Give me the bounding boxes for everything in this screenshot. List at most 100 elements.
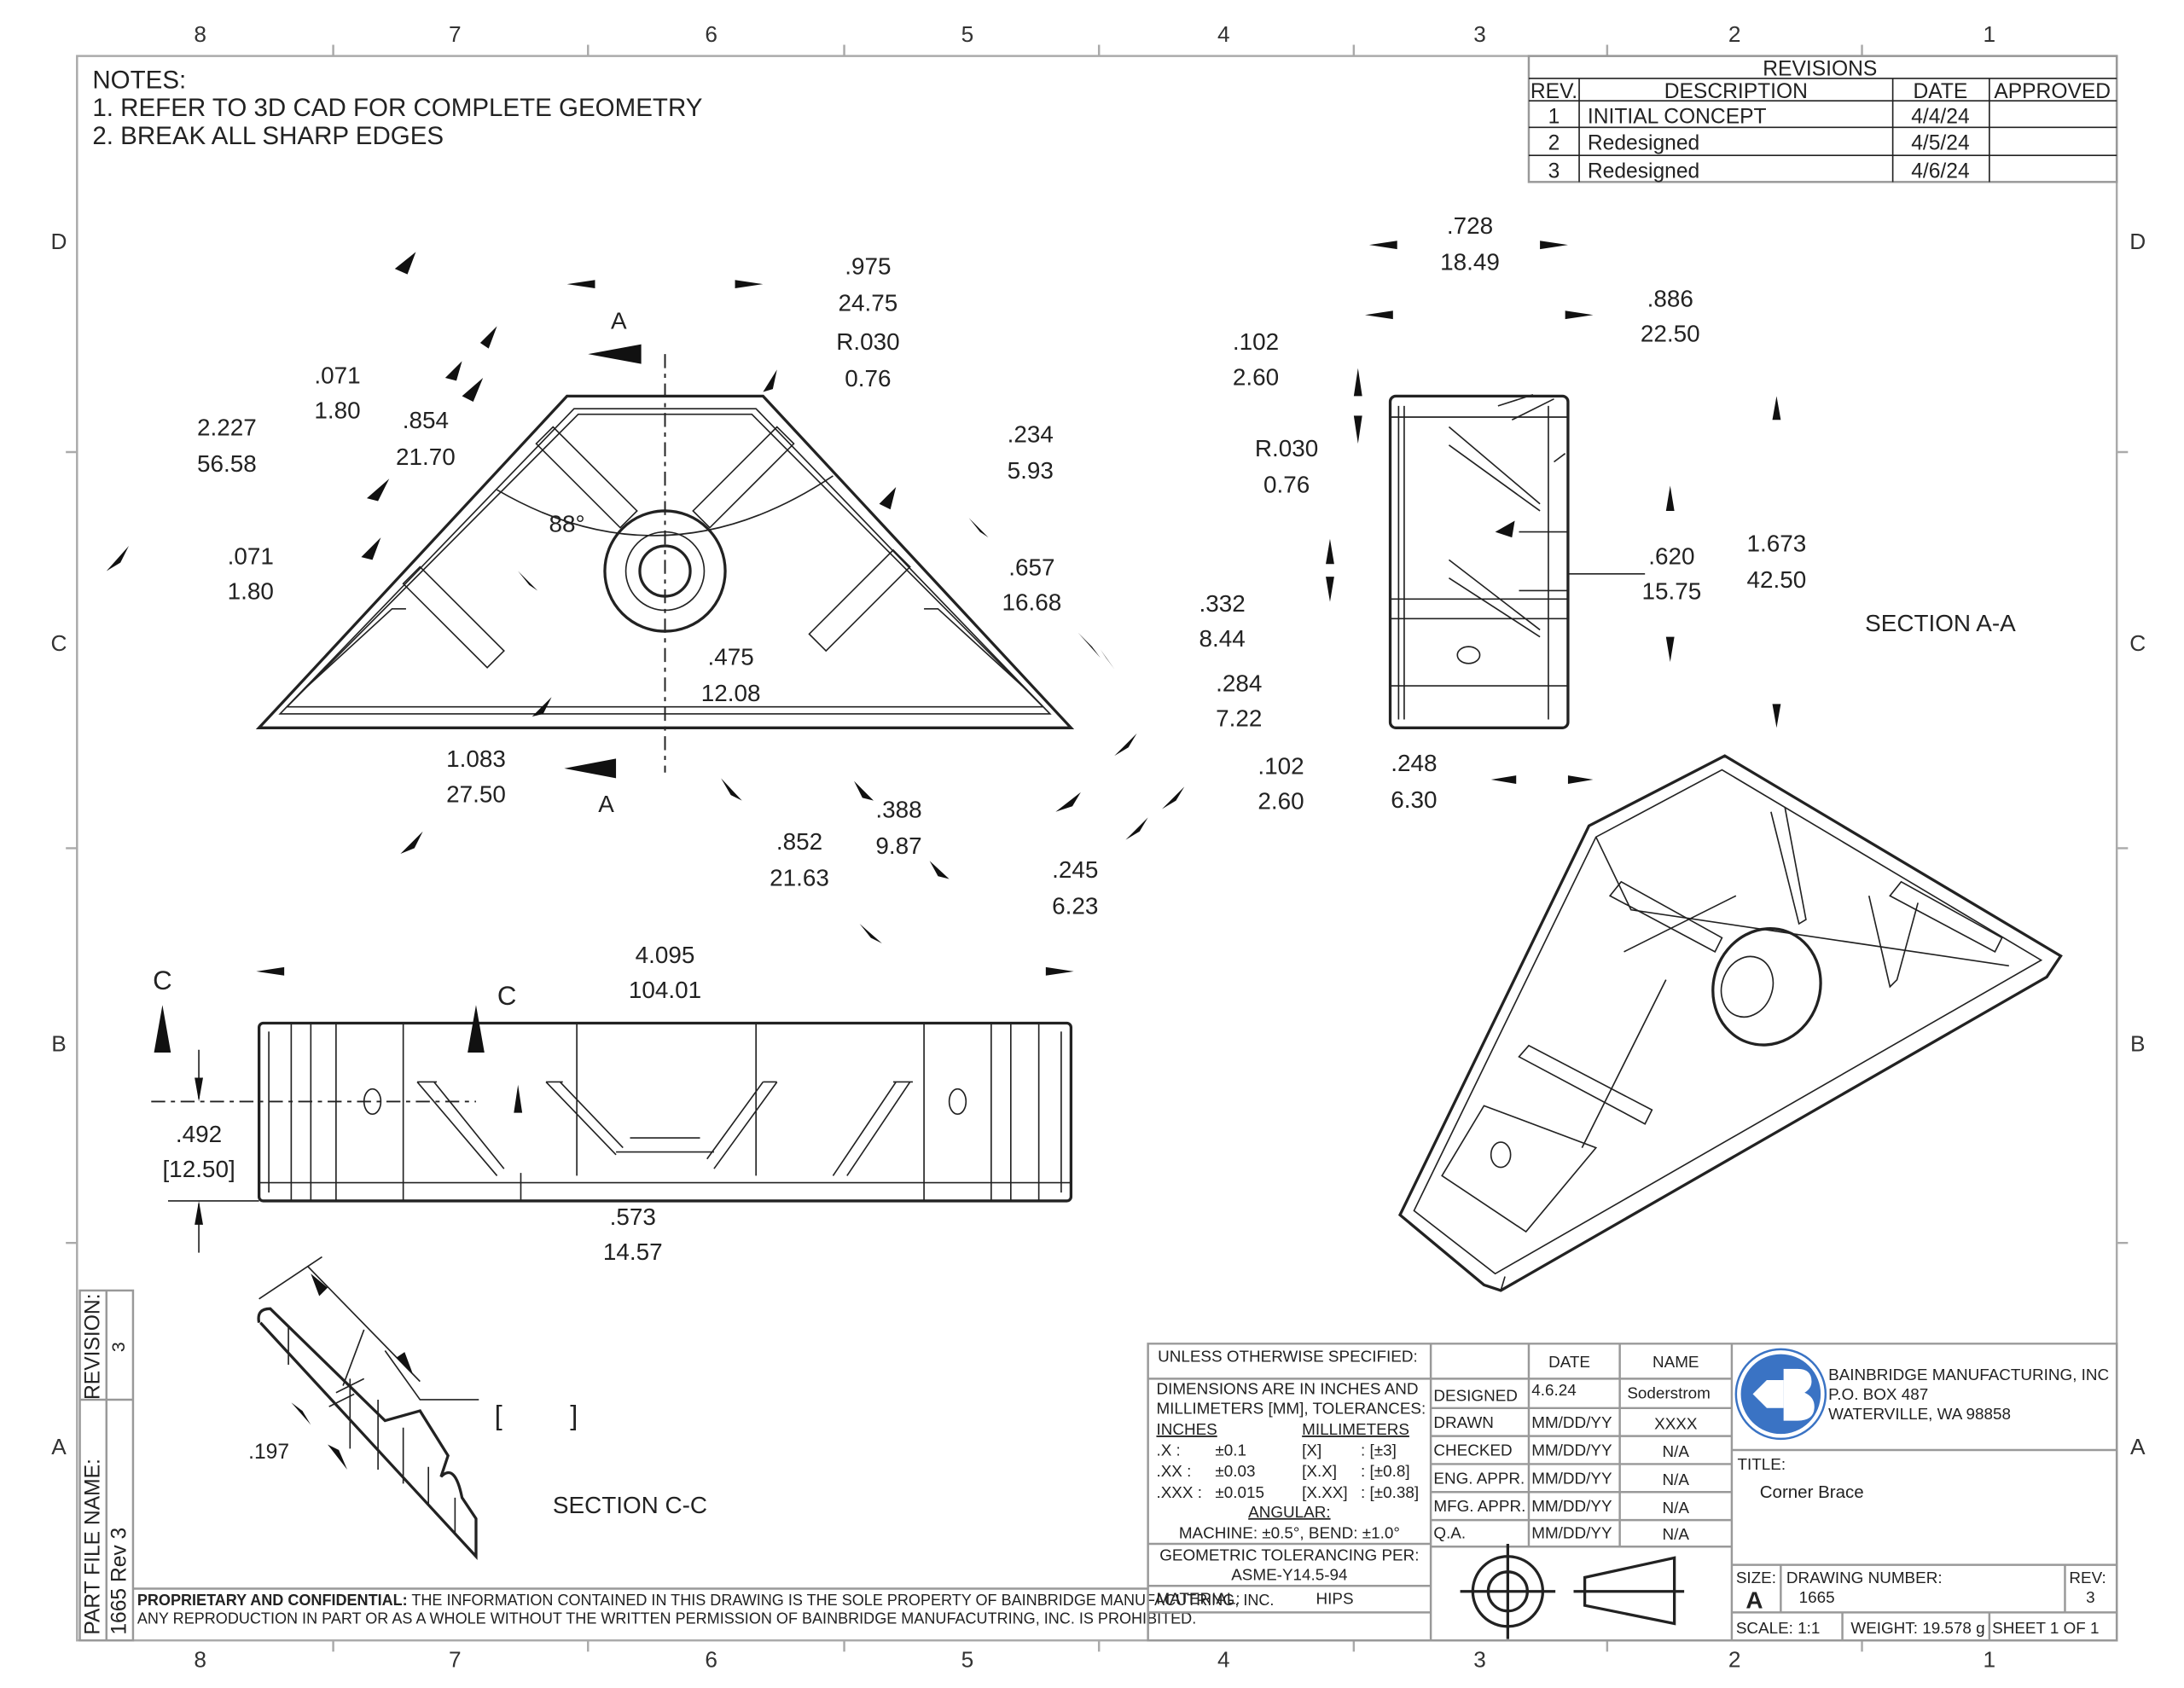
zone-row: B	[51, 1030, 67, 1056]
proprietary-text: THE INFORMATION CONTAINED IN THIS DRAWIN…	[408, 1592, 1275, 1609]
dim-mm: 0.76	[845, 365, 891, 392]
dim-inch: .573	[610, 1204, 656, 1230]
dim-mm: 9.87	[875, 832, 921, 859]
tol-value: ±0.03	[1215, 1462, 1255, 1480]
dim-mm: 104.01	[629, 977, 701, 1003]
rev-description: INITIAL CONCEPT	[1588, 105, 1767, 128]
title-block: UNLESS OTHERWISE SPECIFIED: DIMENSIONS A…	[1147, 1343, 2118, 1642]
company-name: BAINBRIDGE MANUFACTURING, INC	[1828, 1366, 2109, 1383]
dim-inch: R.030	[836, 328, 899, 355]
title-label: TITLE:	[1737, 1455, 1786, 1473]
ribs	[307, 426, 1023, 687]
zone-col: 8	[194, 21, 206, 47]
dim-mm: 8.44	[1199, 625, 1245, 652]
rev-number: 1	[1548, 105, 1560, 128]
rev-number: 3	[1548, 160, 1560, 183]
approval-name: N/A	[1663, 1525, 1690, 1543]
zone-labels-rows: D C B A D C B A	[50, 229, 2146, 1459]
revision-row: 3 Redesigned 4/6/24	[1548, 160, 1970, 183]
approval-date: MM/DD/YY	[1531, 1469, 1612, 1487]
zone-row: C	[2129, 630, 2146, 656]
revisions-title: REVISIONS	[1763, 58, 1877, 81]
approval-role: DESIGNED	[1433, 1387, 1518, 1405]
name-header: NAME	[1653, 1353, 1699, 1371]
date-header: DATE	[1548, 1353, 1590, 1371]
dim-mm: 56.58	[197, 450, 257, 477]
dim-inch: .886	[1647, 285, 1693, 311]
zone-col: 4	[1217, 1646, 1230, 1672]
dim-inch: R.030	[1255, 435, 1318, 461]
tol-mm-value: : [±3]	[1361, 1441, 1397, 1459]
material-value: HIPS	[1316, 1590, 1354, 1608]
section-label-c: C	[497, 981, 517, 1011]
dim-inch: .248	[1391, 750, 1437, 776]
tol-mm-key: [X]	[1302, 1441, 1321, 1459]
revision-value: 3	[108, 1342, 129, 1352]
date-header: DATE	[1914, 80, 1968, 103]
angular-label: ANGULAR:	[1248, 1503, 1330, 1521]
tol-mm-key: [X.XX]	[1302, 1483, 1347, 1501]
approval-role: ENG. APPR.	[1433, 1469, 1525, 1487]
note-item: 2. BREAK ALL SHARP EDGES	[92, 122, 444, 150]
dimension: .388 9.87	[875, 796, 921, 859]
scale: SCALE: 1:1	[1736, 1619, 1821, 1637]
approval-name: Soderstrom	[1627, 1383, 1710, 1401]
dim-inch: .102	[1258, 752, 1304, 779]
dimensions-note: DIMENSIONS ARE IN INCHES AND	[1156, 1379, 1418, 1397]
rev-number: 2	[1548, 132, 1560, 155]
drawing-number: 1665	[1799, 1588, 1835, 1606]
dim-inch: .234	[1008, 421, 1054, 448]
zone-labels-top: 8 7 6 5 4 3 2 1	[194, 21, 1995, 47]
size-label: SIZE:	[1736, 1569, 1776, 1586]
approval-role: DRAWN	[1433, 1413, 1494, 1431]
isometric-view	[1397, 754, 2063, 1292]
material-label: MATERIAL:	[1156, 1590, 1240, 1608]
dim-inch: .245	[1052, 856, 1098, 883]
proprietary-line1: PROPRIETARY AND CONFIDENTIAL: THE INFORM…	[137, 1592, 1275, 1609]
dim-inch: .492	[176, 1121, 222, 1147]
dim-inch: 2.227	[197, 414, 257, 440]
zone-row: B	[2130, 1030, 2146, 1056]
dim-inch: .388	[875, 796, 921, 822]
dim-mm: 1.80	[228, 577, 274, 604]
dimension: .492[12.50]	[162, 1121, 235, 1182]
zone-col: 4	[1217, 21, 1230, 47]
file-name-label: PART FILE NAME:	[82, 1459, 105, 1635]
dim-inch: .620	[1648, 542, 1694, 569]
proprietary-line2: ANY REPRODUCTION IN PART OR AS A WHOLE W…	[137, 1610, 1196, 1627]
tol-value: ±0.015	[1215, 1483, 1264, 1501]
size-value: A	[1745, 1586, 1763, 1613]
unless-specified: UNLESS OTHERWISE SPECIFIED:	[1158, 1348, 1418, 1366]
tol-key: .XXX :	[1156, 1483, 1201, 1501]
dim-inch: .284	[1216, 670, 1262, 697]
note-item: 1. REFER TO 3D CAD FOR COMPLETE GEOMETRY	[92, 94, 702, 122]
zone-col: 2	[1728, 21, 1741, 47]
zone-labels-bottom: 8 7 6 5 4 3 2 1	[194, 1646, 1995, 1672]
bracket-close: ]	[570, 1399, 578, 1430]
approval-name: N/A	[1663, 1499, 1690, 1517]
geometric-tolerancing-label: GEOMETRIC TOLERANCING PER:	[1159, 1546, 1419, 1564]
approval-role: CHECKED	[1433, 1441, 1512, 1459]
zone-col: 8	[194, 1646, 206, 1672]
dim-mm: 1.80	[314, 397, 360, 424]
notes-title: NOTES:	[92, 66, 186, 94]
dim-mm: 42.50	[1747, 566, 1807, 593]
